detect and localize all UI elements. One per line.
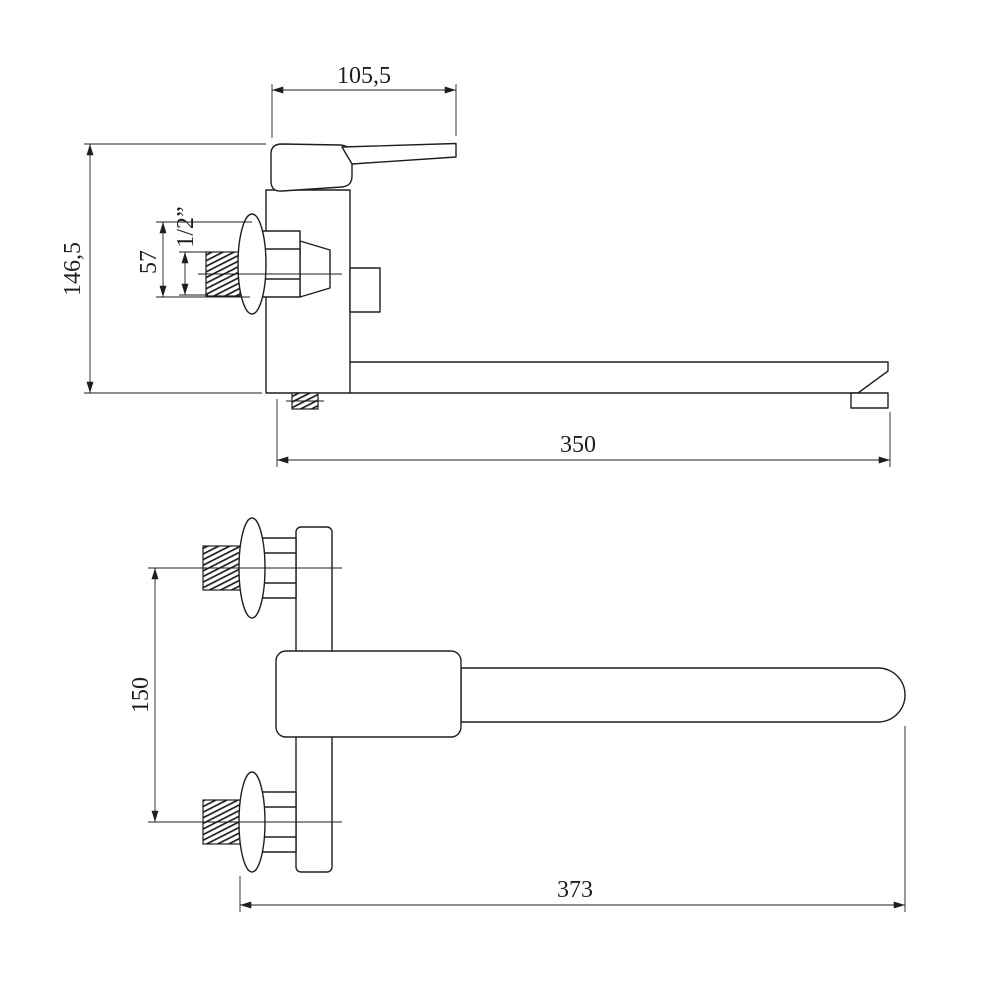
handle-lever	[341, 142, 457, 165]
dim-overall-height: 146,5	[60, 143, 266, 394]
dim-label-handle-length: 105,5	[337, 63, 391, 89]
dim-label-connection-spacing: 150	[128, 677, 154, 713]
dim-label-connector-height: 57	[136, 250, 162, 274]
dim-label-overall-length: 373	[557, 877, 593, 903]
wall-connector-bottom	[148, 771, 342, 873]
dim-label-spout-reach: 350	[560, 432, 596, 458]
dim-connection-spacing: 150	[128, 567, 159, 823]
spout-plan	[460, 667, 906, 723]
handle-base	[270, 143, 353, 192]
dim-overall-length: 373	[239, 726, 906, 912]
dim-handle-length: 105,5	[271, 63, 457, 138]
escutcheon	[237, 213, 267, 315]
diverter-knob	[349, 267, 381, 313]
wall-connector-top	[148, 517, 342, 619]
dim-spout-reach: 350	[276, 399, 891, 467]
spout-side	[349, 361, 889, 394]
dim-label-thread-size: 1/2”	[173, 206, 199, 247]
connector-adapter	[299, 240, 331, 298]
aerator	[850, 392, 889, 409]
plan-view: 150 373	[128, 517, 906, 912]
side-view: 105,5 146,5 57 1/2” 350	[60, 63, 891, 467]
dim-thread-size: 1/2”	[173, 206, 208, 296]
dim-label-overall-height: 146,5	[60, 242, 86, 296]
dim-connector-height: 57	[136, 221, 252, 298]
mixer-housing	[275, 650, 462, 738]
